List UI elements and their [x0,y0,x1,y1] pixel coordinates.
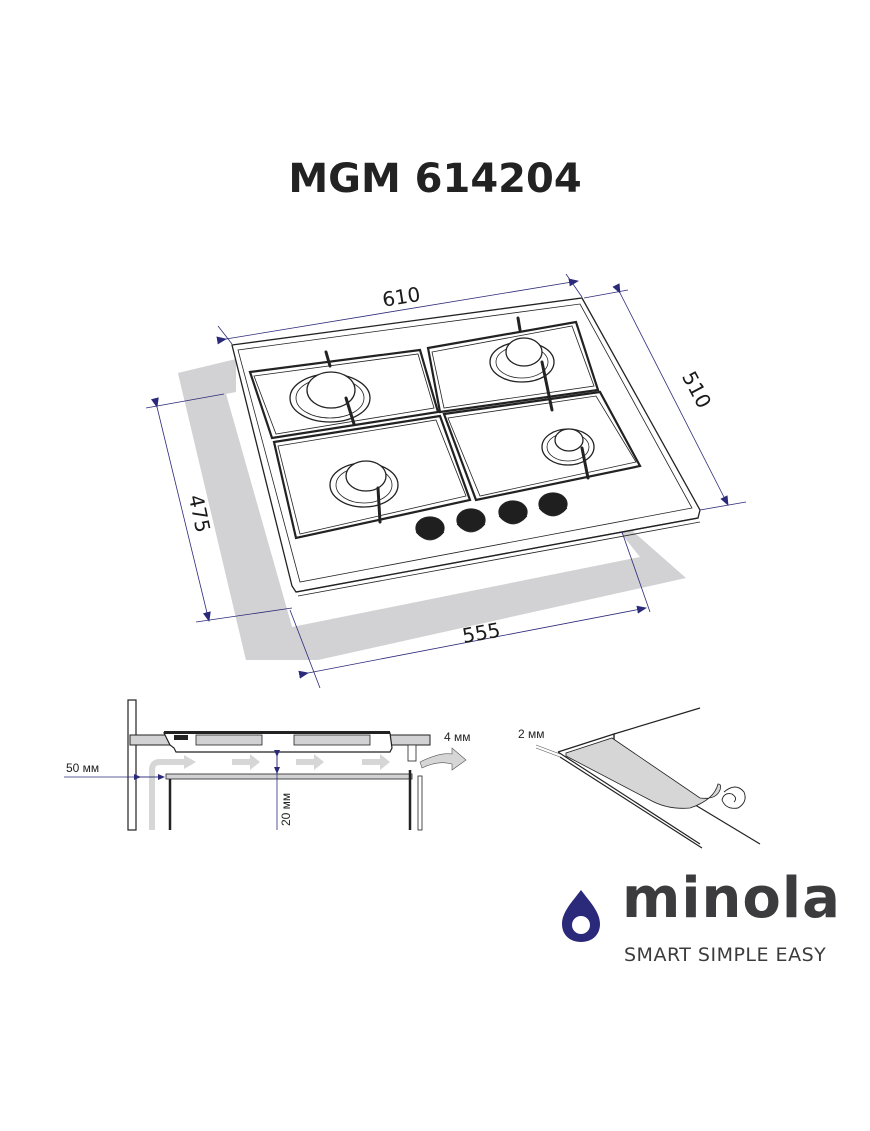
label-vent-gap: 4 мм [444,730,471,744]
dim-510: 510 [677,367,716,412]
brand-logo: minola SMART SIMPLE EASY [558,866,848,980]
installation-section-diagram [64,699,467,831]
model-title: MGM 614204 [288,156,582,202]
seal-tape-diagram [535,707,761,849]
burner-front-left [329,460,399,508]
brand-tagline: SMART SIMPLE EASY [624,944,827,966]
dim-610: 610 [381,282,422,312]
control-knobs [415,492,568,540]
burner-front-right [541,428,595,466]
dim-555: 555 [460,618,502,648]
label-under-gap: 20 мм [279,793,293,826]
label-side-clearance: 50 мм [66,761,99,775]
drop-icon [562,890,600,942]
burner-rear-right [489,337,555,383]
label-seal-thickness: 2 мм [518,727,545,741]
brand-name: minola [622,866,841,931]
dimension-lines [145,273,747,689]
hob-drawing [231,297,701,597]
